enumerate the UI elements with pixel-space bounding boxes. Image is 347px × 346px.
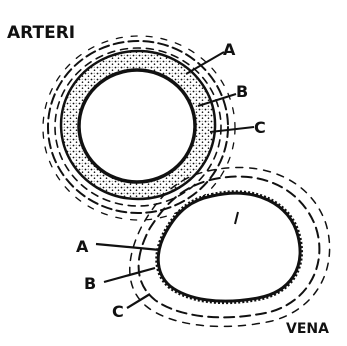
artery-label-c: C [254, 118, 266, 137]
vein-title: VENA [286, 321, 329, 337]
artery-intima [79, 70, 195, 182]
vein-leader-a [96, 244, 160, 250]
artery-leader-c [210, 127, 254, 132]
artery-title: ARTERI [7, 23, 75, 43]
vein-label-b: B [84, 274, 96, 293]
vein-label-a: A [76, 237, 89, 256]
artery-label-b: B [236, 82, 248, 101]
artery-label-a: A [223, 40, 236, 59]
artery [43, 36, 235, 220]
vein-label-group: A B C [76, 237, 160, 321]
vein-label-c: C [112, 302, 124, 321]
